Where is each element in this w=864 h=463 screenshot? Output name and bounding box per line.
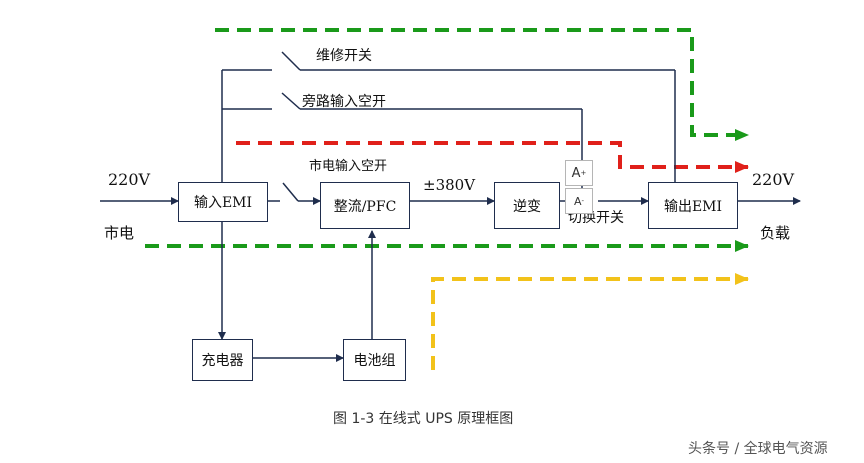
- output-emi-block: 输出EMI: [648, 182, 738, 229]
- charger-block: 充电器: [192, 339, 253, 381]
- rectifier-pfc-block: 整流/PFC: [320, 182, 410, 229]
- mains-switch-label: 市电输入空开: [309, 159, 388, 174]
- battery-block: 电池组: [343, 339, 406, 381]
- inverter-label: 逆变: [513, 198, 541, 215]
- watermark: 头条号 / 全球电气资源: [688, 441, 828, 457]
- rectifier-pfc-label: 整流/PFC: [333, 198, 397, 215]
- bypass-switch-label: 旁路输入空开: [302, 94, 386, 110]
- output-emi-label: 输出EMI: [663, 198, 723, 215]
- output-voltage-label: 220V: [752, 170, 795, 189]
- red-path-bypass: [236, 141, 749, 173]
- dc-bus-voltage-label: ±380V: [423, 176, 476, 194]
- inverter-block: 逆变: [494, 182, 560, 229]
- maintenance-switch-label: 维修开关: [316, 48, 372, 64]
- green-path-maintenance: [215, 28, 749, 141]
- input-voltage-label: 220V: [108, 170, 151, 189]
- font-increase-button[interactable]: A+: [565, 160, 593, 186]
- figure-caption: 图 1-3 在线式 UPS 原理框图: [333, 411, 514, 427]
- input-emi-label: 输入EMI: [193, 195, 253, 211]
- input-emi-block: 输入EMI: [178, 182, 268, 222]
- charger-label: 充电器: [201, 353, 244, 369]
- font-increase-icon: A: [571, 165, 581, 181]
- font-decrease-icon: A: [573, 194, 582, 208]
- mains-label: 市电: [104, 224, 135, 242]
- font-decrease-button[interactable]: A-: [565, 188, 593, 214]
- transfer-switch-label: 切换开关: [568, 210, 624, 226]
- yellow-path-battery: [431, 273, 749, 370]
- load-label: 负载: [760, 224, 791, 242]
- battery-label: 电池组: [353, 353, 396, 369]
